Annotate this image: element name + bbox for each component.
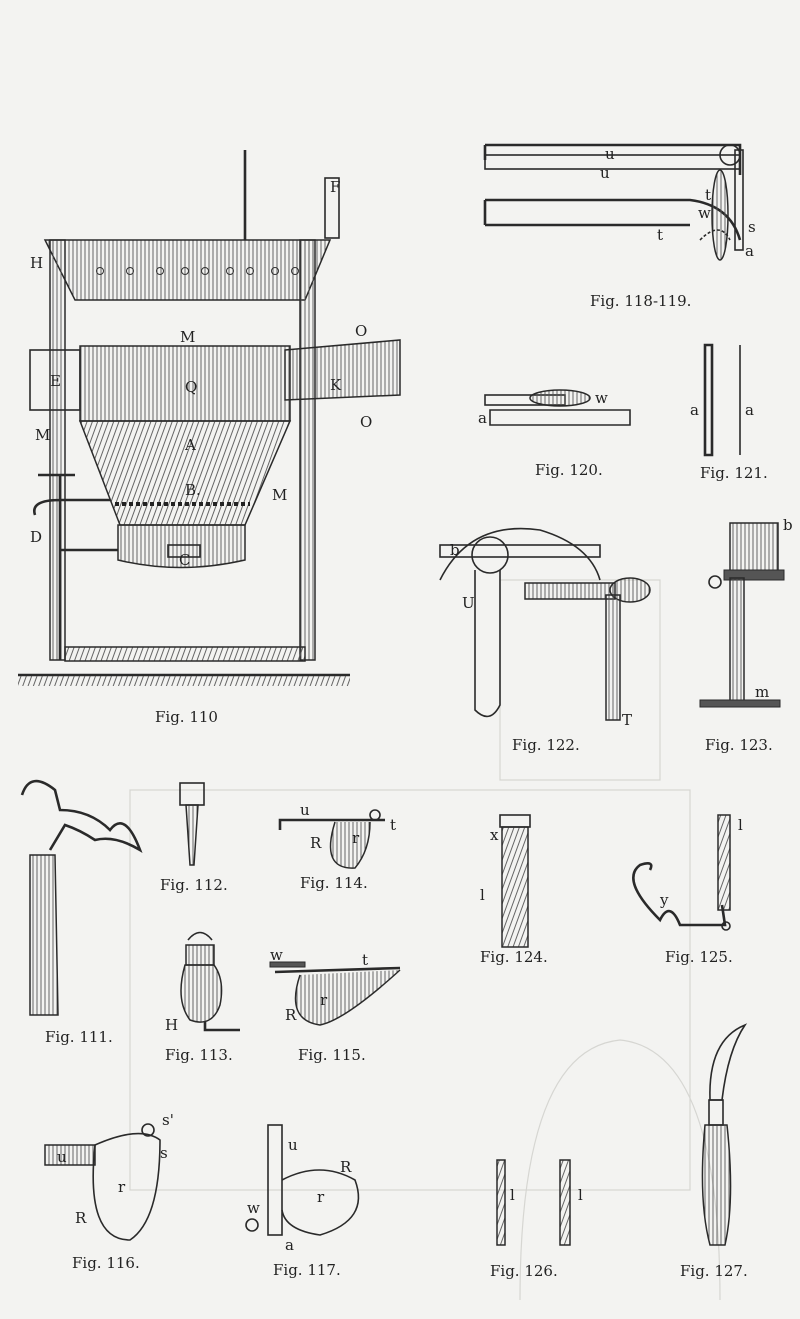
figure-117: u R r w a Fig. 117. xyxy=(245,1124,360,1279)
label: x xyxy=(490,826,499,844)
figure-114: u t R r Fig. 114. xyxy=(278,801,396,892)
label: a xyxy=(690,401,699,419)
label: t xyxy=(705,186,711,204)
figure-caption: Fig. 113. xyxy=(165,1046,233,1064)
label: l xyxy=(480,886,485,904)
figure-caption: Fig. 121. xyxy=(700,464,768,482)
label: A xyxy=(184,436,196,454)
figure-127-knife: Fig. 127. xyxy=(680,1023,748,1280)
label: B. xyxy=(185,481,201,499)
label: O xyxy=(355,322,367,340)
figure-113: H Fig. 113. xyxy=(165,931,240,1064)
label: s xyxy=(160,1144,168,1162)
figure-115: w t r R Fig. 115. xyxy=(269,946,401,1064)
label: U xyxy=(462,594,475,612)
label: r xyxy=(320,991,328,1009)
figure-123: b m Fig. 123. xyxy=(699,516,793,754)
label: b xyxy=(450,541,460,559)
label: a xyxy=(745,401,754,419)
figure-124: x l Fig. 124. xyxy=(480,814,548,966)
figure-122: b U T Fig. 122. xyxy=(439,527,651,754)
label: u xyxy=(600,164,610,182)
label: m xyxy=(755,683,769,701)
figure-126: l l Fig. 126. xyxy=(490,1159,583,1280)
figure-caption: Fig. 110 xyxy=(155,708,218,726)
label: H xyxy=(165,1016,178,1034)
label: y xyxy=(659,891,669,909)
label: a xyxy=(745,242,754,260)
label: r xyxy=(317,1188,325,1206)
label: r xyxy=(118,1178,126,1196)
label: t xyxy=(390,816,396,834)
label: l xyxy=(578,1186,583,1204)
bleed-through-background xyxy=(129,579,721,1301)
label: Q xyxy=(185,378,197,396)
figure-caption: Fig. 120. xyxy=(535,461,603,479)
figure-caption: Fig. 115. xyxy=(298,1046,366,1064)
figure-110-apparatus: H F M O E Q K O M A B. M D C Fig. 110 xyxy=(18,150,401,726)
label: a xyxy=(285,1236,294,1254)
label: R xyxy=(310,834,322,852)
label: s' xyxy=(162,1111,174,1129)
label: r xyxy=(352,829,360,847)
label: T xyxy=(622,711,632,729)
figure-caption: Fig. 114. xyxy=(300,874,368,892)
figure-112-probe: Fig. 112. xyxy=(160,782,228,894)
label: R xyxy=(340,1158,352,1176)
figure-111-tool: Fig. 111. xyxy=(20,779,143,1046)
figure-caption: Fig. 116. xyxy=(72,1254,140,1272)
label: M xyxy=(272,486,287,504)
figure-116: s' u s r R Fig. 116. xyxy=(44,1111,174,1272)
figure-caption: Fig. 112. xyxy=(160,876,228,894)
figure-118-119: u u t w t s a Fig. 118-119. xyxy=(483,143,756,310)
label: l xyxy=(510,1186,515,1204)
figure-caption: Fig. 126. xyxy=(490,1262,558,1280)
label: u xyxy=(57,1148,67,1166)
label: M xyxy=(180,328,195,346)
label: l xyxy=(738,816,743,834)
figure-121: a a Fig. 121. xyxy=(690,343,768,482)
label: u xyxy=(605,145,615,163)
label: a xyxy=(478,409,487,427)
figure-120: w a Fig. 120. xyxy=(478,389,631,479)
label: R xyxy=(285,1006,297,1024)
label: F xyxy=(330,178,340,196)
label: K xyxy=(330,376,342,394)
figure-caption: Fig. 127. xyxy=(680,1262,748,1280)
label: w xyxy=(698,204,711,222)
figure-caption: Fig. 125. xyxy=(665,948,733,966)
label: b xyxy=(783,516,793,534)
label: u xyxy=(300,801,310,819)
figure-caption: Fig. 123. xyxy=(705,736,773,754)
label: M xyxy=(35,426,50,444)
label: R xyxy=(75,1209,87,1227)
label: O xyxy=(360,413,372,431)
label: t xyxy=(657,226,663,244)
figure-caption: Fig. 111. xyxy=(45,1028,113,1046)
label: H xyxy=(30,254,43,272)
label: u xyxy=(288,1136,298,1154)
figure-125: l y Fig. 125. xyxy=(632,814,743,966)
label: D xyxy=(30,528,42,546)
label: C xyxy=(179,551,190,569)
label: w xyxy=(270,946,283,964)
label: w xyxy=(247,1199,260,1217)
label: t xyxy=(362,951,368,969)
label: s xyxy=(748,218,756,236)
figure-caption: Fig. 118-119. xyxy=(590,292,691,310)
label: w xyxy=(595,389,608,407)
figure-caption: Fig. 117. xyxy=(273,1261,341,1279)
figure-caption: Fig. 124. xyxy=(480,948,548,966)
figure-caption: Fig. 122. xyxy=(512,736,580,754)
label: E xyxy=(50,372,61,390)
